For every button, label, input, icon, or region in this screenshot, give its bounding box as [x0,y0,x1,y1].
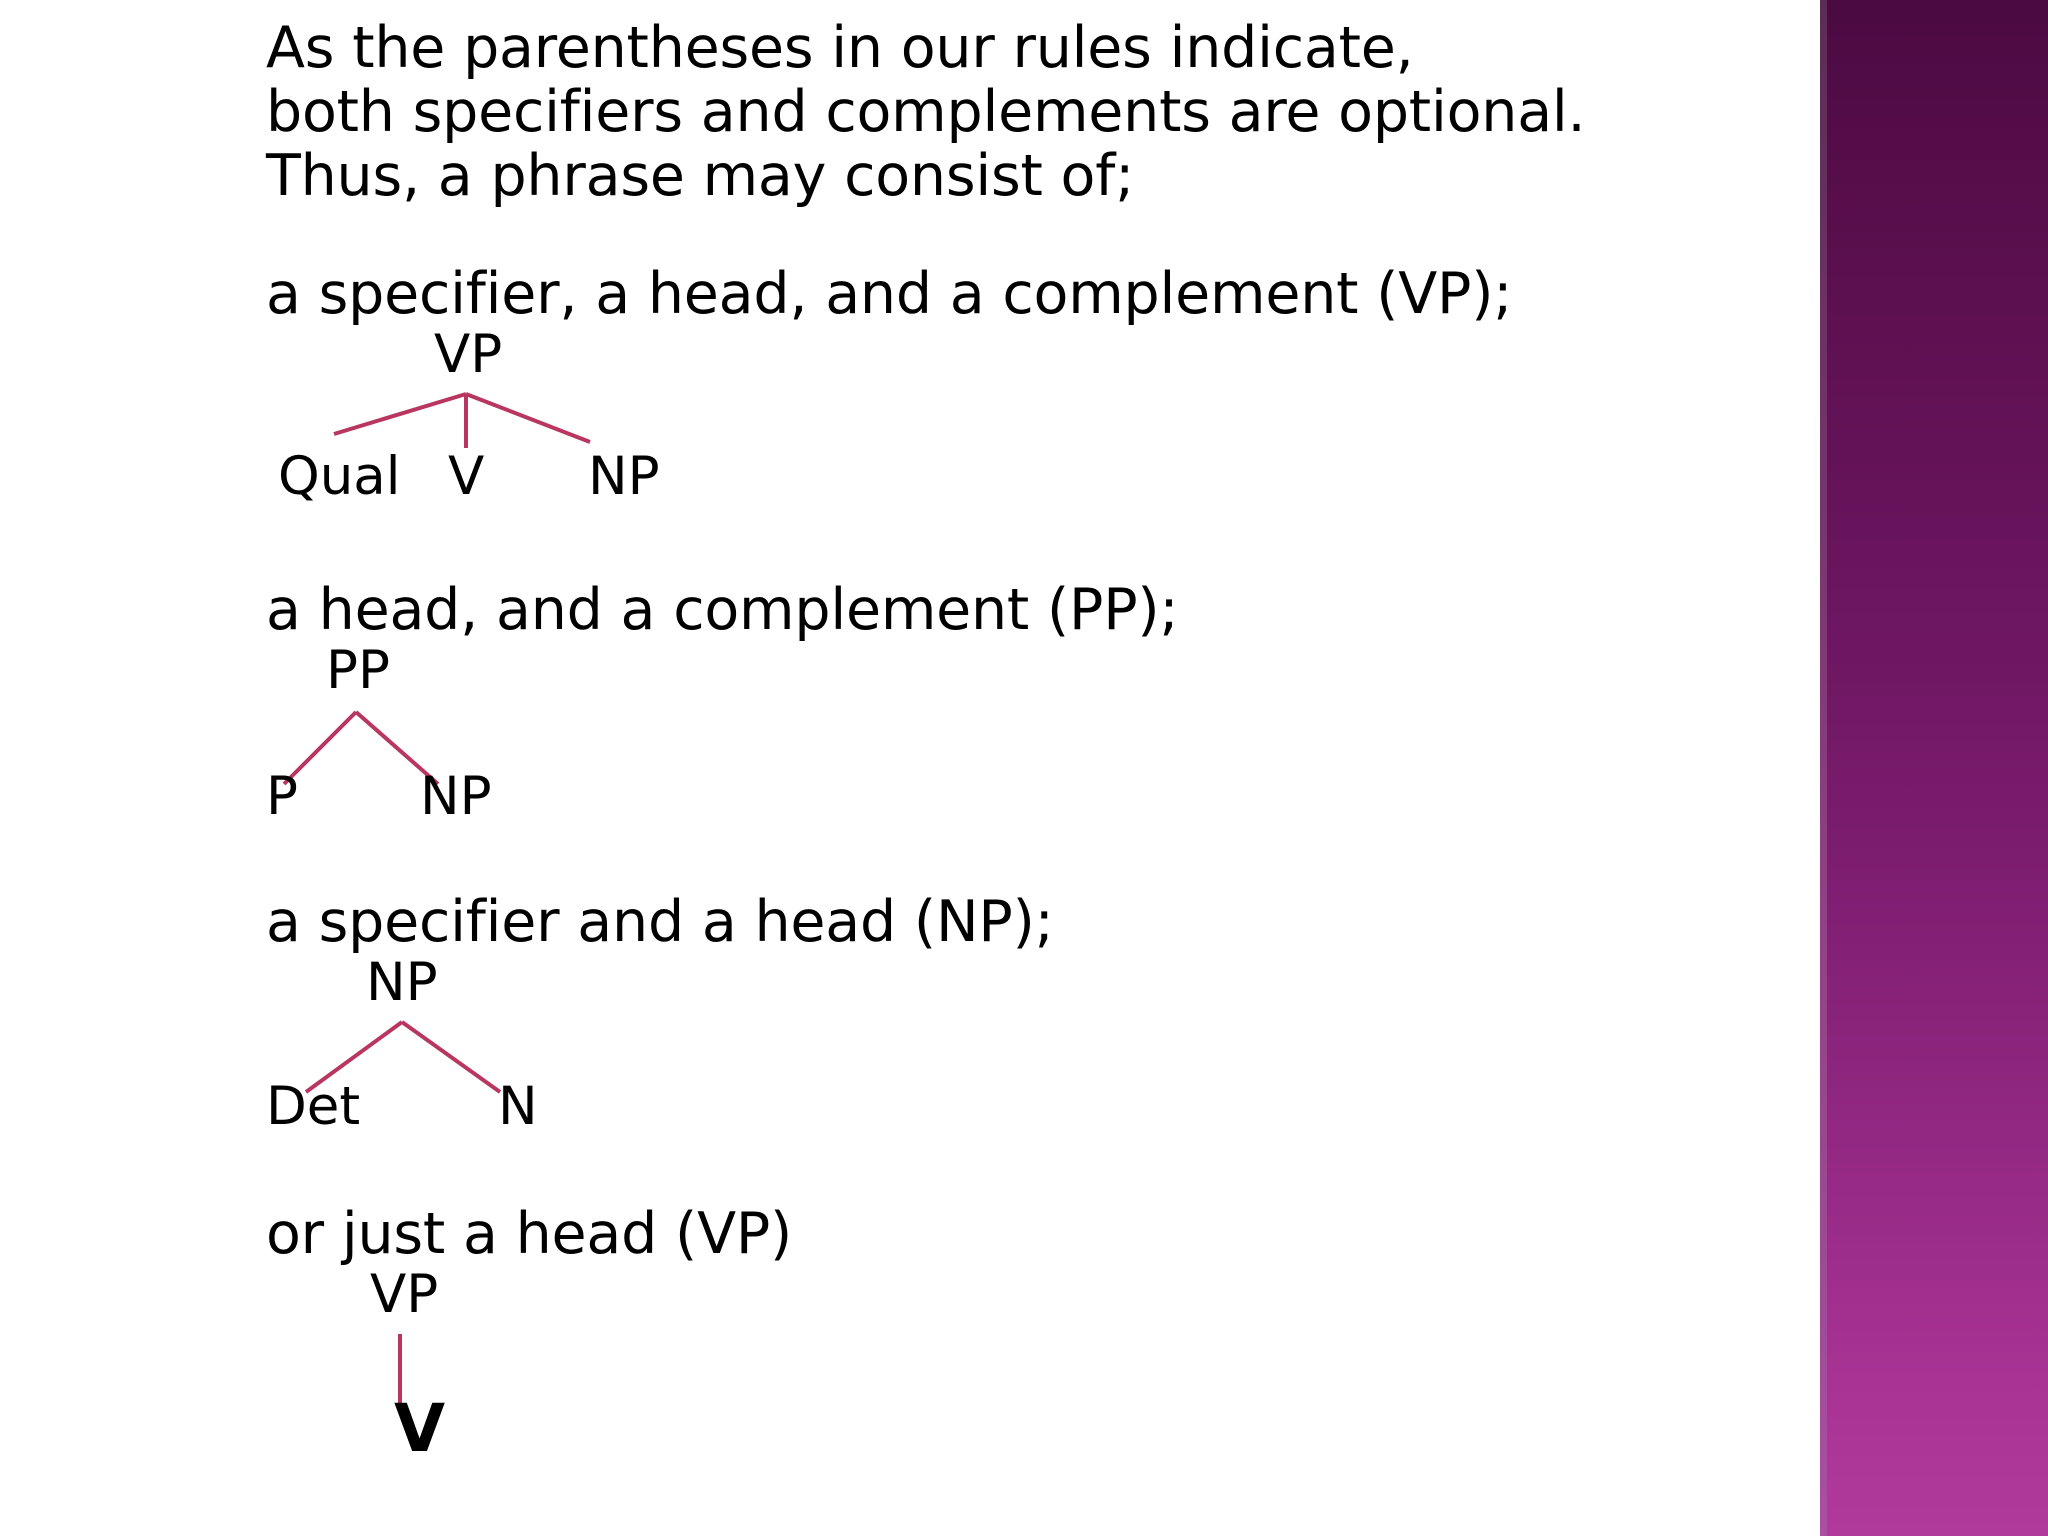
tree-1-root-label: VP [434,324,503,385]
section-1-lead: a specifier, a head, and a complement (V… [266,261,1513,327]
intro-line-2: both specifiers and complements are opti… [266,79,1586,145]
tree-1-child-qual: Qual [278,446,401,507]
tree-4-child-v: V [394,1390,446,1467]
right-gradient-band [1827,0,2048,1536]
band-edge-highlight [1820,0,1827,1536]
section-3-lead: a specifier and a head (NP); [266,889,1054,955]
slide-content: As the parentheses in our rules indicate… [266,15,1586,1467]
tree-3-child-n: N [498,1076,538,1137]
tree-3-root-label: NP [366,952,438,1013]
tree-1-child-v: V [448,446,485,507]
tree-2-root-label: PP [326,640,390,701]
tree-3-child-det: Det [266,1076,361,1137]
tree-2-child-p: P [266,766,298,827]
tree-1-child-np: NP [588,446,660,507]
section-2-lead: a head, and a complement (PP); [266,577,1179,643]
tree-2-child-np: NP [420,766,492,827]
intro-line-3: Thus, a phrase may consist of; [266,143,1135,209]
intro-line-1: As the parentheses in our rules indicate… [266,15,1414,81]
tree-4-root-label: VP [370,1264,439,1325]
section-4-lead: or just a head (VP) [266,1201,793,1267]
